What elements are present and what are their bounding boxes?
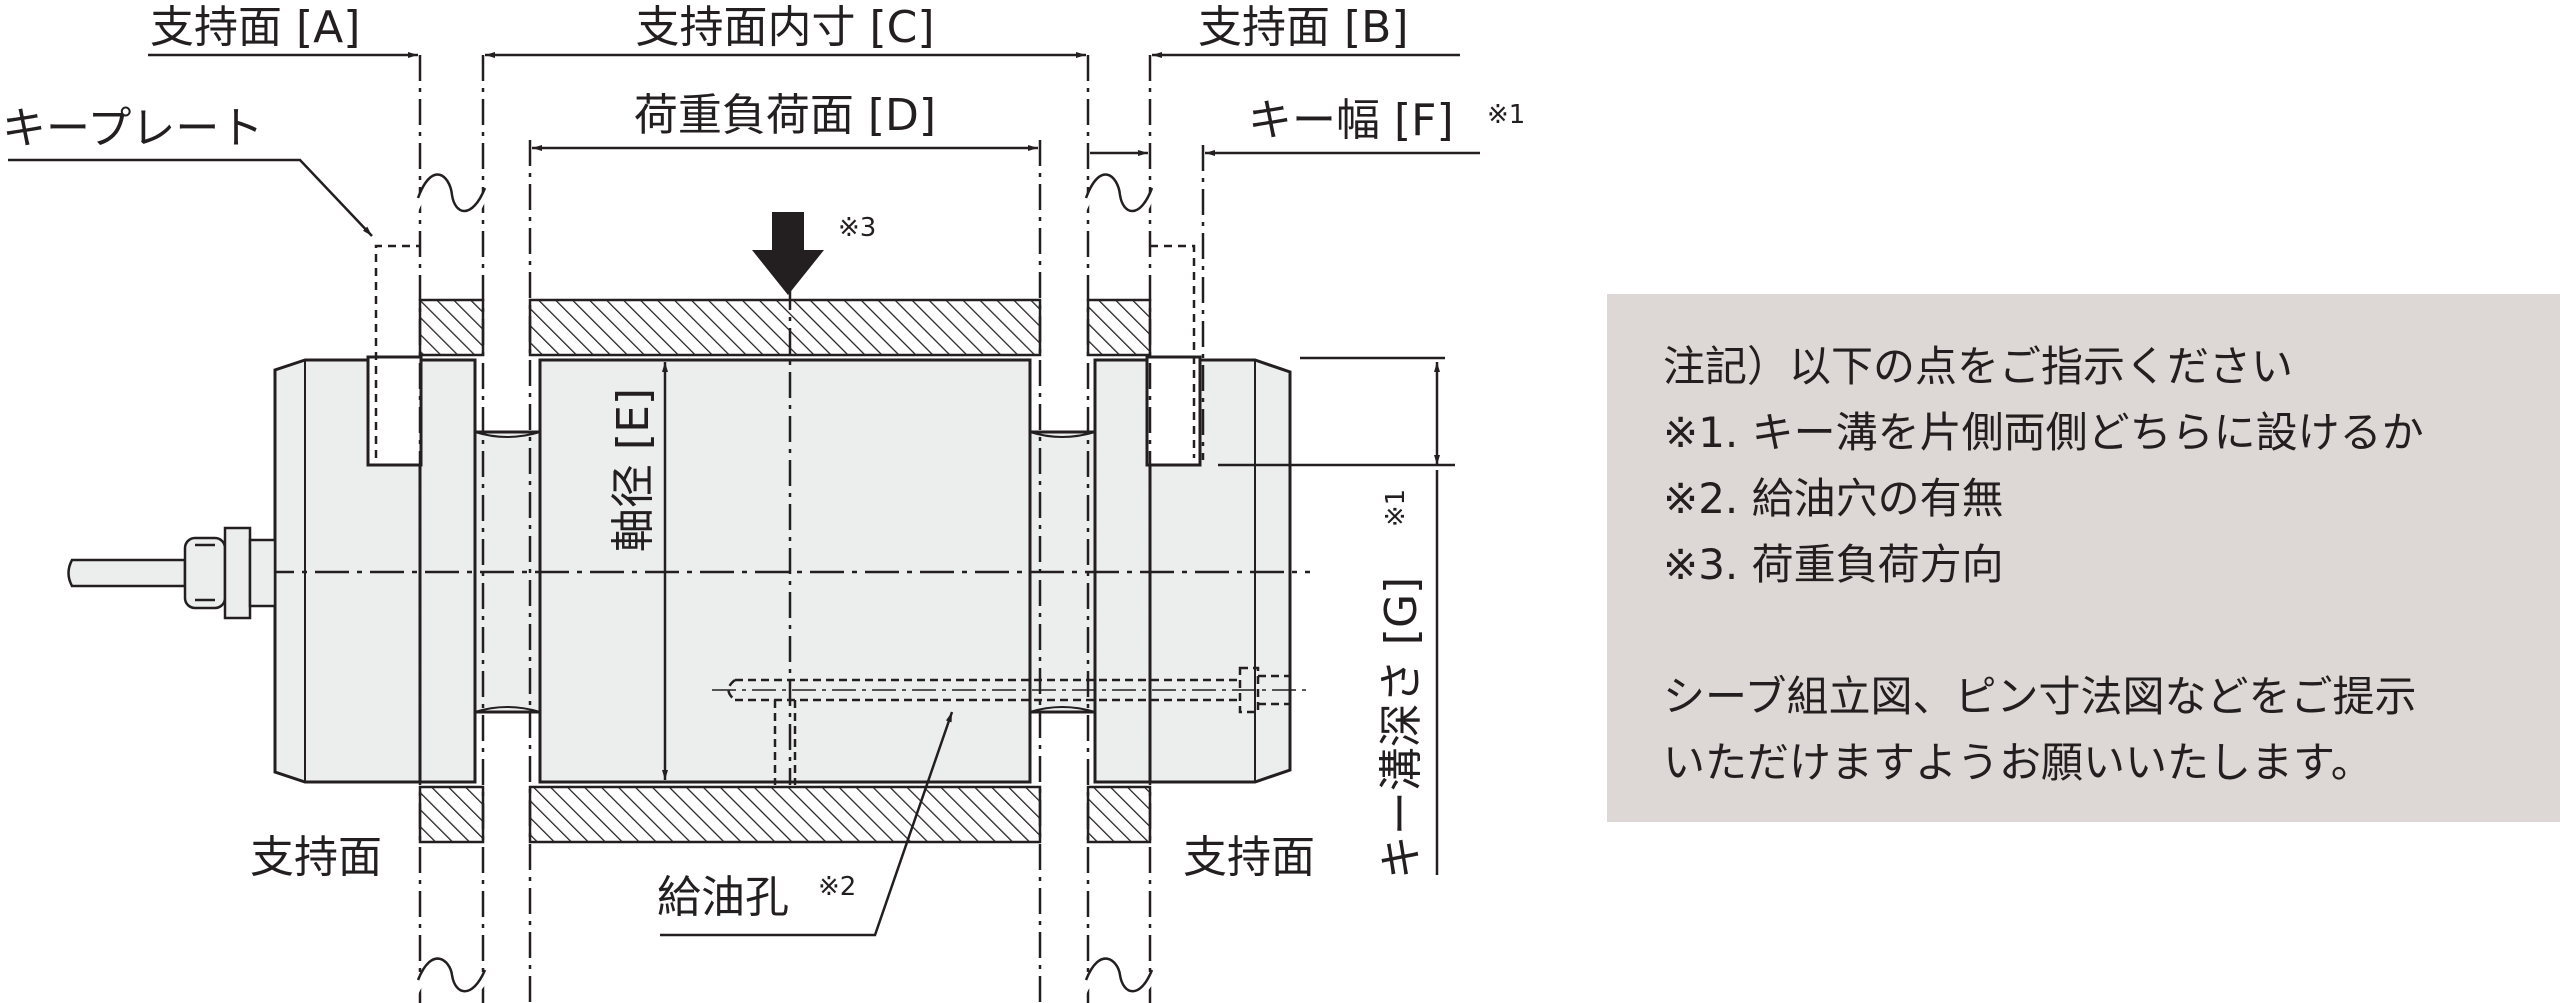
request-line-1: シーブ組立図、ピン寸法図などをご提示 [1663,672,2417,721]
load-direction-arrow [752,212,824,295]
note-item-2: ※2. 給油穴の有無 [1663,474,2004,523]
label-support-right: 支持面 [1183,832,1315,883]
housing-sections [418,298,1152,844]
notes-spacer [1663,598,2560,664]
dimension-arrows [8,52,1480,937]
key-plate [374,244,1196,458]
label-support-inner: 支持面内寸 [C] [635,2,934,53]
label-key-groove-note: ※1 [1381,489,1411,527]
cable-gland [67,526,277,620]
note-item-3: ※3. 荷重負荷方向 [1663,540,2004,589]
oil-hole [727,666,1290,785]
notes-panel: 注記）以下の点をご指示ください ※1. キー溝を片側両側どちらに設けるか ※2.… [1607,294,2560,822]
support-lines [418,55,1205,1003]
label-oil-hole: 給油孔 [657,872,789,923]
label-support-left: 支持面 [250,832,382,883]
label-support-b: 支持面 [B] [1198,2,1409,53]
label-key-plate: キープレート [2,103,263,154]
label-support-a: 支持面 [A] [150,2,360,53]
label-load-face: 荷重負荷面 [D] [634,90,936,141]
label-key-width-note: ※1 [1487,100,1525,130]
note-item-1: ※1. キー溝を片側両側どちらに設けるか [1663,408,2424,457]
label-shaft-diameter: 軸径 [E] [608,388,659,552]
pin-dimension-diagram: 支持面 [A] 支持面内寸 [C] 支持面 [B] キープレート 荷重負荷面 [… [2,2,1525,1003]
label-key-width: キー幅 [F] [1248,95,1454,146]
label-key-groove-depth: キー溝深さ [G] [1376,577,1427,879]
label-load-note: ※3 [838,213,876,243]
notes-heading: 注記）以下の点をご指示ください [1663,342,2294,391]
label-oil-hole-note: ※2 [818,872,856,902]
request-line-2: いただけますようお願いいたします。 [1663,738,2373,787]
